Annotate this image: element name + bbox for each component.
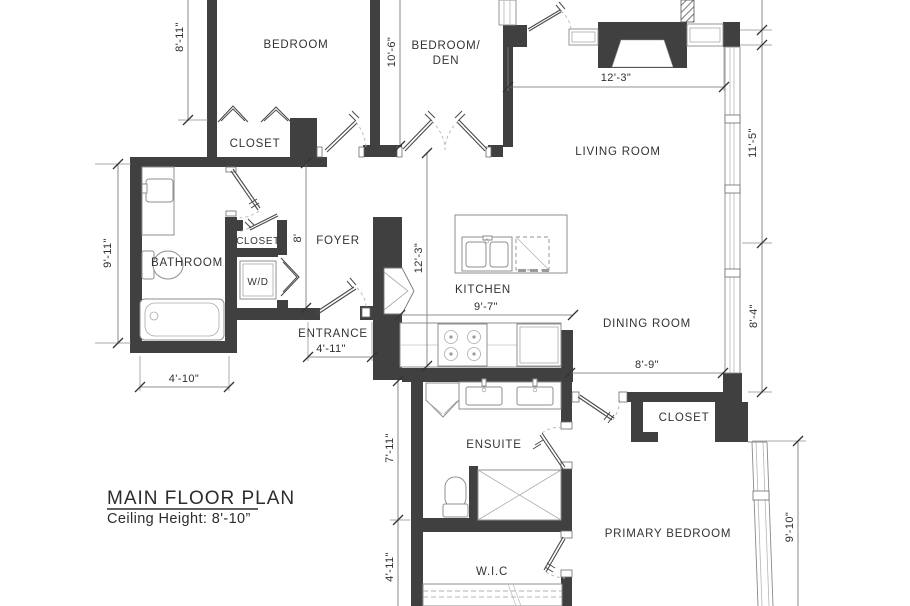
door-ensuite xyxy=(532,427,566,470)
kitchen-island-symbol xyxy=(454,214,568,274)
room-label-wic: W.I.C xyxy=(476,566,508,578)
corner-shower-symbol xyxy=(425,382,460,418)
room-label-primary: PRIMARY BEDROOM xyxy=(605,528,732,540)
dim-kitchen-width: 9'-7" xyxy=(474,301,498,313)
door-primary-bedroom xyxy=(577,394,621,424)
stove-symbol xyxy=(437,323,488,367)
dimensions-layer: 8'-11" 10'-6" 12'-3" 11'-5" 8'-4" 9'-11"… xyxy=(95,0,806,606)
wic-shelf-symbol xyxy=(422,583,563,606)
room-label-closet-bedroom: CLOSET xyxy=(230,138,281,150)
door-bedroom xyxy=(324,110,367,153)
room-label-foyer: FOYER xyxy=(316,235,360,247)
window-bedroom-den xyxy=(498,0,517,26)
room-label-closet-foyer: CLOSET xyxy=(236,236,280,247)
bathtub-symbol xyxy=(139,298,225,341)
doors-layer xyxy=(217,1,621,579)
washer-dryer-symbol xyxy=(239,260,277,300)
kitchen-counter-symbol xyxy=(399,322,562,368)
toilet-symbol-bathroom xyxy=(141,250,184,280)
toilet-symbol-ensuite xyxy=(442,476,469,518)
bathroom-vanity-symbol xyxy=(141,166,175,236)
room-label-bathroom: BATHROOM xyxy=(151,257,223,269)
door-bedroom-den-double xyxy=(402,110,488,152)
room-label-living: LIVING ROOM xyxy=(575,146,660,158)
door-entrance xyxy=(315,277,367,315)
dim-entrance-width: 4'-11" xyxy=(316,343,346,355)
title-block: MAIN FLOOR PLAN Ceiling Height: 8'-10” xyxy=(107,488,295,527)
door-closet-bedroom-bifold xyxy=(217,105,292,123)
ensuite-vanity-symbol xyxy=(458,378,562,410)
room-label-entrance: ENTRANCE xyxy=(298,328,368,340)
dim-ensuite-depth: 7'-11" xyxy=(384,433,396,463)
hatched-column xyxy=(680,0,695,23)
room-labels-layer: BEDROOM BEDROOM/ DEN LIVING ROOM CLOSET … xyxy=(151,39,731,578)
shower-tub-symbol xyxy=(477,469,562,521)
plan-title: MAIN FLOOR PLAN xyxy=(107,488,295,509)
window-wall-right xyxy=(724,46,741,374)
dim-bedroom-width: 8'-11" xyxy=(174,22,186,52)
dim-dining-width: 8'-9" xyxy=(635,359,659,371)
window-primary-bedroom xyxy=(748,441,774,606)
room-label-bedroom: BEDROOM xyxy=(263,39,328,51)
door-jambs-layer xyxy=(225,39,674,578)
room-label-ensuite: ENSUITE xyxy=(466,439,521,451)
dim-bathroom-depth: 9'-11" xyxy=(102,238,114,268)
room-label-bedroom-den-2: DEN xyxy=(433,55,460,67)
fridge-symbol xyxy=(516,323,562,367)
room-label-kitchen: KITCHEN xyxy=(455,284,511,296)
room-label-closet-dining: CLOSET xyxy=(659,412,710,424)
room-label-wd: W/D xyxy=(247,277,268,288)
window-top-left xyxy=(568,28,599,46)
windows-layer xyxy=(498,0,774,606)
door-wic xyxy=(543,536,566,579)
dishwasher-symbol xyxy=(515,236,550,271)
dim-living-width: 12'-3" xyxy=(601,72,631,84)
kitchen-pantry-niche xyxy=(383,267,415,315)
plan-subtitle: Ceiling Height: 8'-10” xyxy=(107,511,251,527)
room-label-dining: DINING ROOM xyxy=(603,318,691,330)
dim-bathroom-width: 4'-10" xyxy=(169,373,199,385)
dim-foyer-depth: 8' xyxy=(292,233,304,242)
window-top-right xyxy=(686,23,724,47)
dim-wic-depth: 4'-11" xyxy=(384,552,396,582)
dim-den-depth: 10'-6" xyxy=(386,37,398,67)
fixtures-layer xyxy=(139,166,568,606)
dim-living-depth: 11'-5" xyxy=(747,128,759,158)
fireplace-opening xyxy=(611,39,674,68)
room-label-bedroom-den-1: BEDROOM/ xyxy=(411,40,480,52)
dim-kitchen-depth: 12'-3" xyxy=(413,243,425,273)
door-bathroom xyxy=(230,168,261,219)
door-balcony xyxy=(527,1,572,32)
door-closet-foyer xyxy=(237,213,279,233)
dim-primary-depth: 9'-10" xyxy=(784,512,796,542)
door-wd-bifold xyxy=(280,257,300,297)
dim-dining-depth: 8'-4" xyxy=(748,304,760,328)
